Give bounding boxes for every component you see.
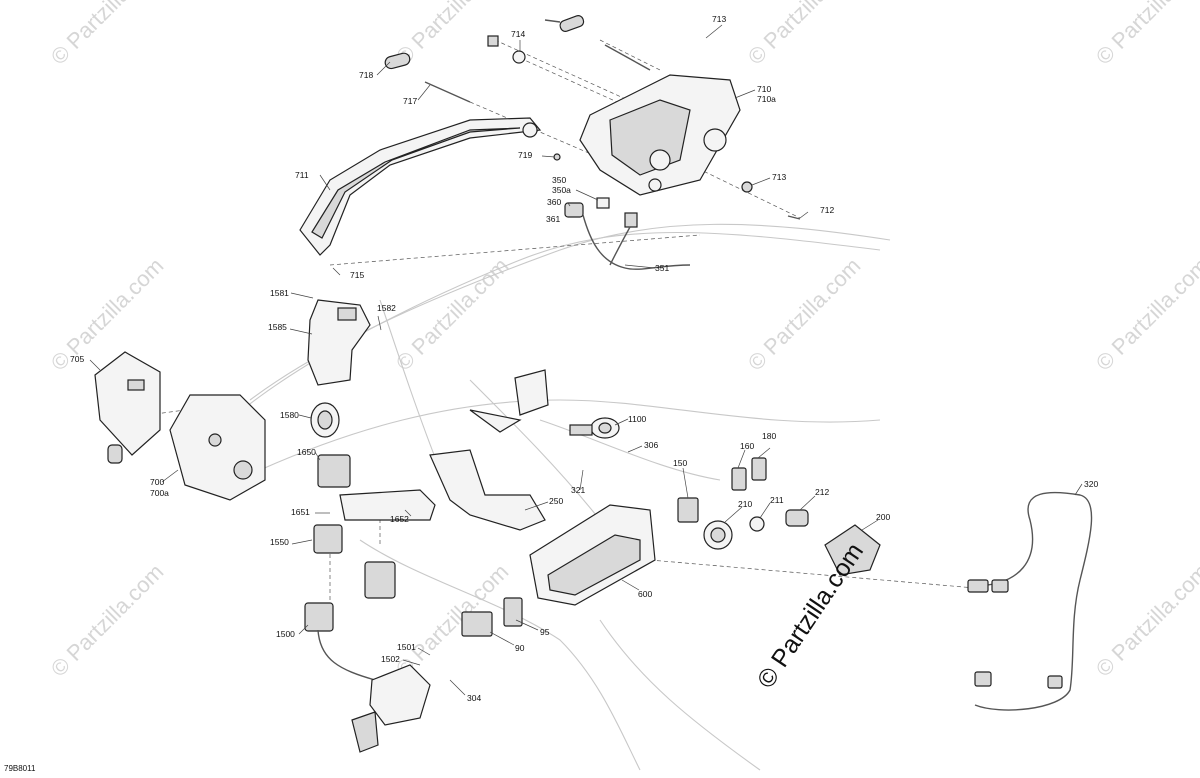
callout-1100: 1100 [628, 414, 647, 424]
callout-1580: 1580 [280, 410, 299, 420]
horn-bracket [307, 299, 371, 386]
accessory-bracket [469, 369, 549, 433]
callout-304: 304 [467, 693, 481, 703]
callout-700a: 700a [150, 488, 169, 498]
callout-321: 321 [571, 485, 585, 495]
callout-1585: 1585 [268, 322, 287, 332]
callout-711: 711 [295, 170, 309, 180]
partzilla-watermark: © Partzilla.com [752, 538, 869, 693]
fasteners-top [384, 15, 801, 220]
keypad [824, 524, 881, 576]
callout-1502: 1502 [381, 654, 400, 664]
callout-1651: 1651 [291, 507, 310, 517]
parts-layer [94, 15, 1093, 753]
callout-713: 713 [712, 14, 726, 24]
callout-718: 718 [359, 70, 373, 80]
callout-150: 150 [673, 458, 687, 468]
callout-labels: 713 714 718 717 710 710a 711 719 713 712… [70, 14, 1098, 703]
callout-180: 180 [762, 431, 776, 441]
callout-1582: 1582 [377, 303, 396, 313]
instrument-cluster [529, 504, 656, 606]
callout-719: 719 [518, 150, 532, 160]
rocker-switches [461, 597, 523, 637]
horn [310, 402, 340, 438]
callout-1550: 1550 [270, 537, 289, 547]
callout-211: 211 [770, 495, 784, 505]
light-bar [299, 117, 542, 256]
main-bracket [429, 449, 546, 531]
watermark: © Partzilla.com [46, 0, 169, 70]
callout-1581: 1581 [270, 288, 289, 298]
leader-lines [89, 24, 1083, 696]
wire-harness-320 [967, 491, 1093, 711]
callout-717: 717 [403, 96, 417, 106]
watermark: © Partzilla.com [391, 253, 514, 376]
callout-700: 700 [150, 477, 164, 487]
callout-600: 600 [638, 589, 652, 599]
power-outlet [569, 417, 620, 439]
watermark: © Partzilla.com [743, 0, 866, 70]
callout-1652: 1652 [390, 514, 409, 524]
callout-713b: 713 [772, 172, 786, 182]
sensor-harness [564, 197, 691, 270]
callout-361: 361 [546, 214, 560, 224]
callout-710: 710 [757, 84, 771, 94]
callout-320: 320 [1084, 479, 1098, 489]
callout-714: 714 [511, 29, 525, 39]
headlight-left [94, 351, 161, 464]
callout-90: 90 [515, 643, 525, 653]
callout-200: 200 [876, 512, 890, 522]
callout-306: 306 [644, 440, 658, 450]
watermark: © Partzilla.com [46, 253, 169, 376]
callout-250: 250 [549, 496, 563, 506]
relay-bracket [313, 454, 436, 599]
joystick-control [304, 602, 431, 753]
callout-350: 350 [552, 175, 566, 185]
callout-705: 705 [70, 354, 84, 364]
switch-group [677, 457, 767, 523]
callout-1500: 1500 [276, 629, 295, 639]
watermark: © Partzilla.com [46, 559, 169, 682]
callout-1501: 1501 [397, 642, 416, 652]
watermark: © Partzilla.com [743, 253, 866, 376]
callout-210: 210 [738, 499, 752, 509]
callout-715: 715 [350, 270, 364, 280]
rotary-knob [703, 509, 809, 550]
instrument-shroud [579, 74, 741, 196]
watermark: © Partzilla.com [391, 559, 514, 682]
callout-212: 212 [815, 487, 829, 497]
watermark: © Partzilla.com [1091, 559, 1200, 682]
callout-351: 351 [655, 263, 669, 273]
callout-160: 160 [740, 441, 754, 451]
watermark: © Partzilla.com [1091, 0, 1200, 70]
diagram-code: 79B8011 [4, 764, 36, 773]
callout-710a: 710a [757, 94, 776, 104]
callout-1650: 1650 [297, 447, 316, 457]
callout-95: 95 [540, 627, 550, 637]
headlight-housing [169, 394, 266, 501]
watermark: © Partzilla.com [1091, 253, 1200, 376]
callout-360: 360 [547, 197, 561, 207]
callout-350a: 350a [552, 185, 571, 195]
callout-712: 712 [820, 205, 834, 215]
